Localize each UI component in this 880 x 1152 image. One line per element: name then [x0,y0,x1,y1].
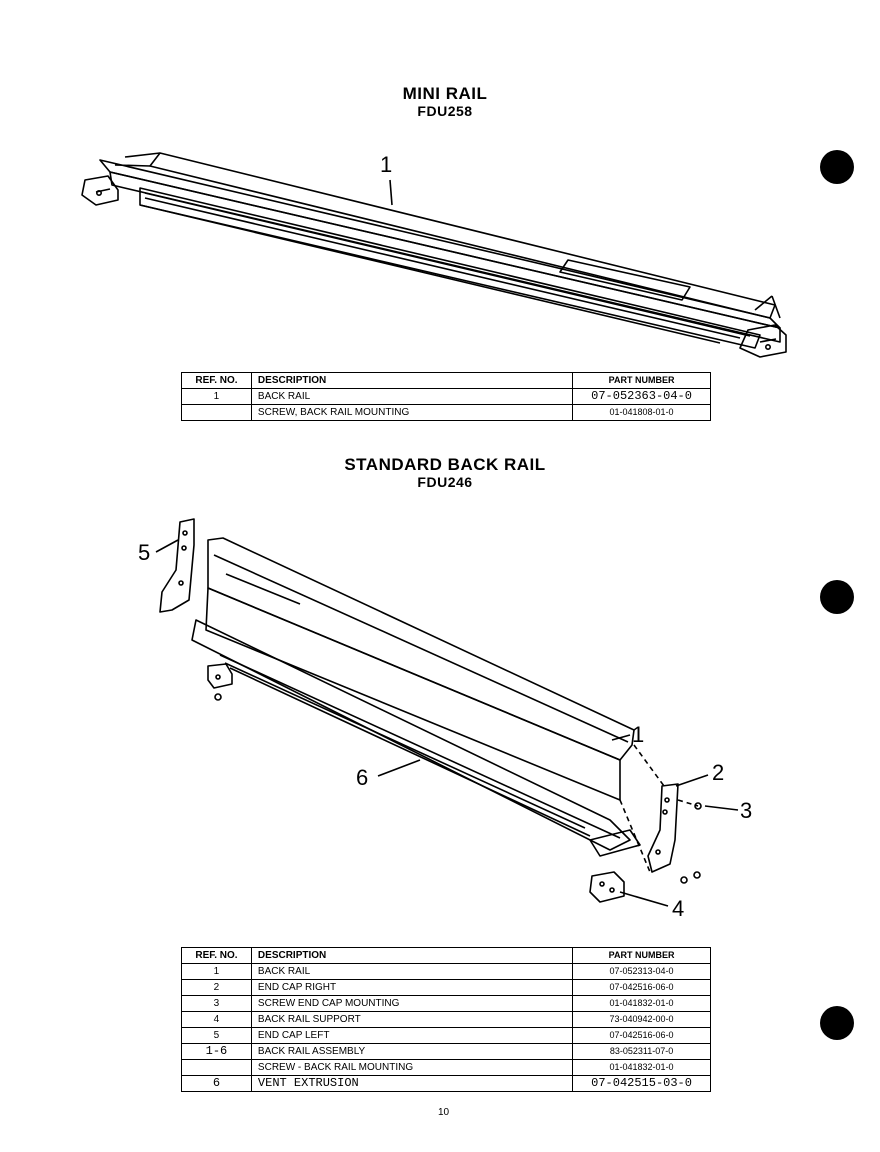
callout-std-2: 2 [712,760,725,785]
binder-hole-top [820,150,854,184]
ref-no-cell: 1-6 [181,1043,252,1060]
page-number: 10 [438,1107,450,1118]
description-cell: END CAP RIGHT [250,979,574,996]
ref-no-cell: 3 [181,995,252,1012]
description-cell: SCREW, BACK RAIL MOUNTING [250,404,574,421]
ref-no-cell: 5 [181,1027,252,1044]
standard-rail-title: STANDARD BACK RAIL [344,455,546,474]
table-row: 2 END CAP RIGHT 07-042516-06-0 [181,979,711,996]
ref-no-cell: 6 [181,1075,252,1092]
part-number-cell: 07-042516-06-0 [572,1027,711,1044]
description-cell: BACK RAIL ASSEMBLY [250,1043,574,1060]
part-number-cell: 73-040942-00-0 [572,1011,711,1028]
table-header-row: REF. NO. DESCRIPTION PART NUMBER [181,372,711,389]
standard-rail-parts-table: REF. NO. DESCRIPTION PART NUMBER 1 BACK … [181,947,711,1092]
part-number-cell: 07-052313-04-0 [572,963,711,980]
header-part-number: PART NUMBER [572,947,711,964]
description-cell: BACK RAIL SUPPORT [250,1011,574,1028]
ref-no-cell [181,1059,252,1076]
table-row: 3 SCREW END CAP MOUNTING 01-041832-01-0 [181,995,711,1012]
callout-std-5: 5 [138,540,151,565]
header-description: DESCRIPTION [250,947,574,964]
ref-no-cell: 1 [181,388,252,405]
binder-hole-middle [820,580,854,614]
part-number-cell: 01-041832-01-0 [572,995,711,1012]
header-part-number: PART NUMBER [572,372,711,389]
ref-no-cell: 1 [181,963,252,980]
table-row: 1 BACK RAIL 07-052313-04-0 [181,963,711,980]
part-number-cell: 07-042516-06-0 [572,979,711,996]
description-cell: SCREW - BACK RAIL MOUNTING [250,1059,574,1076]
table-row: SCREW, BACK RAIL MOUNTING 01-041808-01-0 [181,404,711,421]
standard-rail-model: FDU246 [417,474,473,490]
callout-std-4: 4 [672,896,685,921]
description-cell: VENT EXTRUSION [250,1075,574,1092]
description-cell: BACK RAIL [250,963,574,980]
description-cell: END CAP LEFT [250,1027,574,1044]
table-row: 1-6 BACK RAIL ASSEMBLY 83-052311-07-0 [181,1043,711,1060]
header-ref-no: REF. NO. [181,947,252,964]
ref-no-cell: 2 [181,979,252,996]
description-cell: SCREW END CAP MOUNTING [250,995,574,1012]
callout-mini-1: 1 [380,152,393,177]
part-number-cell: 01-041832-01-0 [572,1059,711,1076]
mini-rail-title: MINI RAIL [402,84,488,103]
standard-rail-illustration [155,518,739,907]
ref-no-cell [181,404,252,421]
callout-std-6: 6 [356,765,369,790]
binder-hole-bottom [820,1006,854,1040]
mini-rail-model: FDU258 [417,103,473,119]
ref-no-cell: 4 [181,1011,252,1028]
table-row: 6 VENT EXTRUSION 07-042515-03-0 [181,1075,711,1092]
header-description: DESCRIPTION [250,372,574,389]
table-row: 4 BACK RAIL SUPPORT 73-040942-00-0 [181,1011,711,1028]
callout-std-3: 3 [740,798,753,823]
description-cell: BACK RAIL [250,388,574,405]
callout-std-1: 1 [632,722,645,747]
table-row: 5 END CAP LEFT 07-042516-06-0 [181,1027,711,1044]
part-number-cell: 83-052311-07-0 [572,1043,711,1060]
table-row: 1 BACK RAIL 07-052363-04-0 [181,388,711,405]
part-number-cell: 01-041808-01-0 [572,404,711,421]
mini-rail-illustration [81,152,787,358]
mini-rail-parts-table: REF. NO. DESCRIPTION PART NUMBER 1 BACK … [181,372,711,421]
table-header-row: REF. NO. DESCRIPTION PART NUMBER [181,947,711,964]
part-number-cell: 07-052363-04-0 [572,388,711,405]
header-ref-no: REF. NO. [181,372,252,389]
part-number-cell: 07-042515-03-0 [572,1075,711,1092]
table-row: SCREW - BACK RAIL MOUNTING 01-041832-01-… [181,1059,711,1076]
